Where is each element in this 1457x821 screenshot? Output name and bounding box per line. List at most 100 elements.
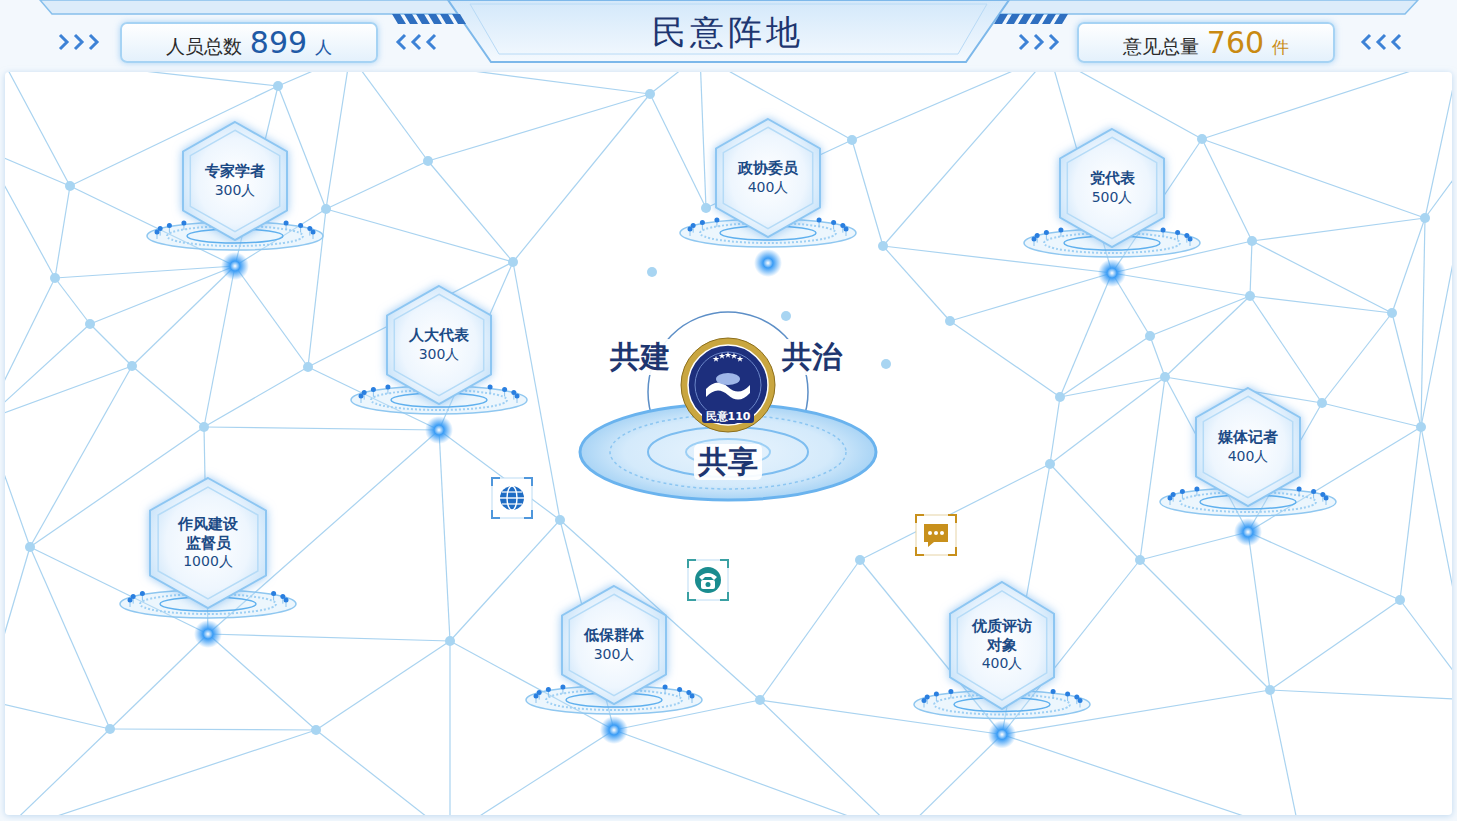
mesh-line: [5, 730, 316, 815]
mesh-line: [450, 730, 614, 815]
ring-part: [140, 591, 145, 596]
ring-part: [280, 594, 285, 599]
mesh-dot: [199, 422, 209, 432]
group-count: 400人: [1228, 447, 1269, 466]
mesh-line: [132, 266, 235, 366]
mesh-line: [1050, 464, 1140, 560]
slogan-label: 共治: [778, 339, 846, 375]
group-hexagon: 党代表500人: [1060, 129, 1164, 247]
logo-text: 民意110: [702, 410, 755, 423]
mesh-dot: [647, 267, 657, 277]
mesh-line: [204, 266, 235, 427]
mesh-line: [700, 72, 706, 208]
mesh-line: [1060, 377, 1165, 397]
hexagon-content: 党代表500人: [1090, 169, 1135, 207]
hexagon-content: 媒体记者400人: [1218, 428, 1278, 466]
mesh-line: [1150, 296, 1250, 336]
centre-target: [580, 312, 876, 500]
ring-part: [560, 684, 565, 689]
ring-part: [194, 620, 222, 648]
hexagon-inner: [957, 590, 1046, 699]
ring-part: [221, 252, 249, 280]
mesh-line: [1270, 600, 1400, 690]
group-hexagon: 政协委员400人: [716, 119, 820, 237]
ring-part: [534, 694, 539, 699]
group-count: 400人: [982, 654, 1023, 673]
logo-part: [731, 352, 738, 358]
mesh-line: [1400, 600, 1452, 700]
mesh-dot: [1197, 134, 1207, 144]
ring-part: [1194, 486, 1199, 491]
mesh-dot: [881, 359, 891, 369]
mesh-line: [1050, 72, 1202, 139]
mesh-line: [1002, 735, 1300, 816]
mesh-line: [1270, 690, 1452, 700]
ring-part: [831, 220, 836, 225]
mesh-line: [208, 634, 450, 641]
mesh-line: [450, 520, 560, 641]
stat-box: 意见总量760件: [1077, 22, 1335, 63]
ring-part: [677, 687, 682, 692]
ring-part: [1032, 237, 1037, 242]
group-count: 300人: [215, 181, 256, 200]
mesh-line: [1421, 150, 1452, 427]
mesh-line: [1140, 377, 1165, 560]
mesh-dot: [1395, 595, 1405, 605]
group-name: 政协委员: [738, 159, 798, 178]
mesh-line: [326, 72, 350, 209]
mesh-dot: [781, 311, 791, 321]
mesh-dot: [85, 319, 95, 329]
hexagon-fill: [387, 286, 491, 404]
decor-circle: [934, 531, 938, 535]
logo-part: [737, 355, 744, 361]
decor-path: [404, 14, 418, 24]
mesh-line: [1250, 296, 1322, 403]
mesh-line: [235, 266, 308, 367]
hexagon-outline: [1196, 388, 1300, 506]
decor-line: [502, 503, 522, 504]
ring-part: [1180, 489, 1185, 494]
ring-part: [128, 598, 133, 603]
ring-part: [1051, 689, 1056, 694]
hexagon-fill: [1060, 129, 1164, 247]
decor-path: [1042, 14, 1056, 24]
logo-part: [706, 382, 750, 399]
ring-part: [600, 716, 628, 744]
mesh-line: [5, 366, 132, 420]
stat-content: 意见总量760件: [1123, 25, 1289, 60]
hexagon-inner: [1067, 137, 1156, 238]
mesh-line: [1150, 336, 1165, 377]
mesh-dot: [1145, 331, 1155, 341]
mesh-line: [1392, 218, 1425, 313]
mesh-line: [5, 72, 278, 86]
ring-part: [546, 687, 551, 692]
mesh-line: [1425, 150, 1452, 218]
decor-polyline: [428, 35, 435, 49]
group-name: 媒体记者: [1218, 428, 1278, 447]
slogan-label: 共享: [694, 444, 762, 480]
mesh-line: [350, 72, 650, 94]
decor-rect: [492, 478, 532, 518]
mesh-dot: [1317, 398, 1327, 408]
decor-path: [1006, 14, 1020, 24]
stat-label: 人员总数: [166, 34, 242, 60]
logo-part: [719, 352, 726, 358]
mesh-line: [1202, 72, 1452, 139]
ring-part: [488, 384, 493, 389]
decor-path: [470, 4, 987, 54]
ring-part: [700, 220, 705, 225]
group-name: 党代表: [1090, 169, 1135, 188]
mesh-line: [1202, 139, 1425, 218]
decor-path: [416, 14, 430, 24]
mesh-line: [852, 140, 883, 246]
decor-path: [1018, 14, 1032, 24]
ring-part: [817, 217, 822, 222]
mesh-line: [1392, 313, 1421, 427]
mesh-dot: [945, 316, 955, 326]
mesh-line: [90, 324, 132, 366]
ring-part: [298, 223, 303, 228]
decor-rect: [688, 560, 728, 600]
group-count: 400人: [748, 178, 789, 197]
mesh-dot: [755, 695, 765, 705]
mesh-line: [5, 700, 110, 729]
